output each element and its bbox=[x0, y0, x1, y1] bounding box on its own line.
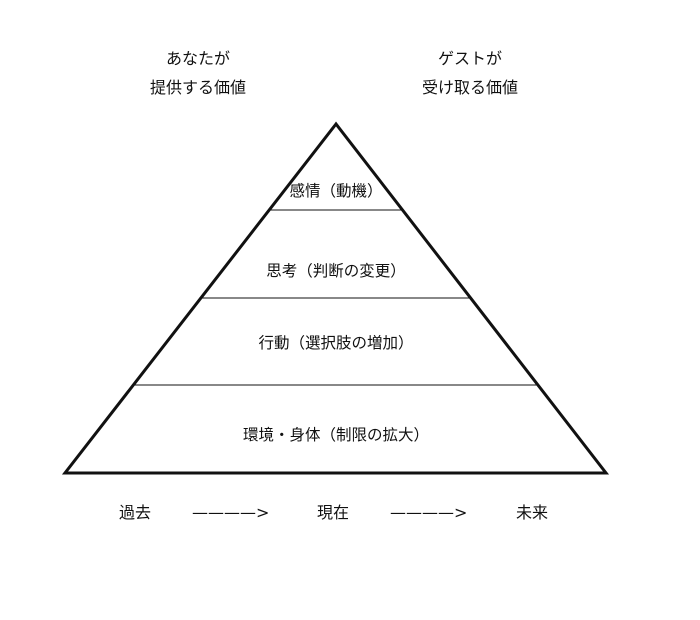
received-value-heading: ゲストが 受け取る価値 bbox=[380, 44, 560, 102]
pyramid-tier-environment-body: 環境・身体（制限の拡大） bbox=[243, 425, 429, 444]
pyramid-tier-emotion: 感情（動機） bbox=[289, 182, 382, 200]
provided-value-heading: あなたが 提供する価値 bbox=[108, 44, 288, 102]
timeline-present-label: 現在 bbox=[317, 503, 350, 522]
timeline-arrow-past-to-present: ————> bbox=[192, 503, 270, 522]
provided-value-heading-line-2: 提供する価値 bbox=[149, 78, 246, 97]
provided-value-heading-line-1: あなたが bbox=[165, 49, 230, 68]
pyramid-tier-thinking: 思考（判断の変更） bbox=[266, 262, 406, 280]
timeline-future-label: 未来 bbox=[516, 503, 549, 522]
received-value-heading-line-2: 受け取る価値 bbox=[421, 78, 518, 97]
pyramid-outline bbox=[61, 121, 610, 475]
pyramid-tier-action: 行動（選択肢の増加） bbox=[258, 334, 413, 352]
timeline-past-label: 過去 bbox=[119, 503, 152, 522]
timeline-arrow-present-to-future: ————> bbox=[390, 503, 468, 522]
received-value-heading-line-1: ゲストが bbox=[437, 49, 502, 68]
